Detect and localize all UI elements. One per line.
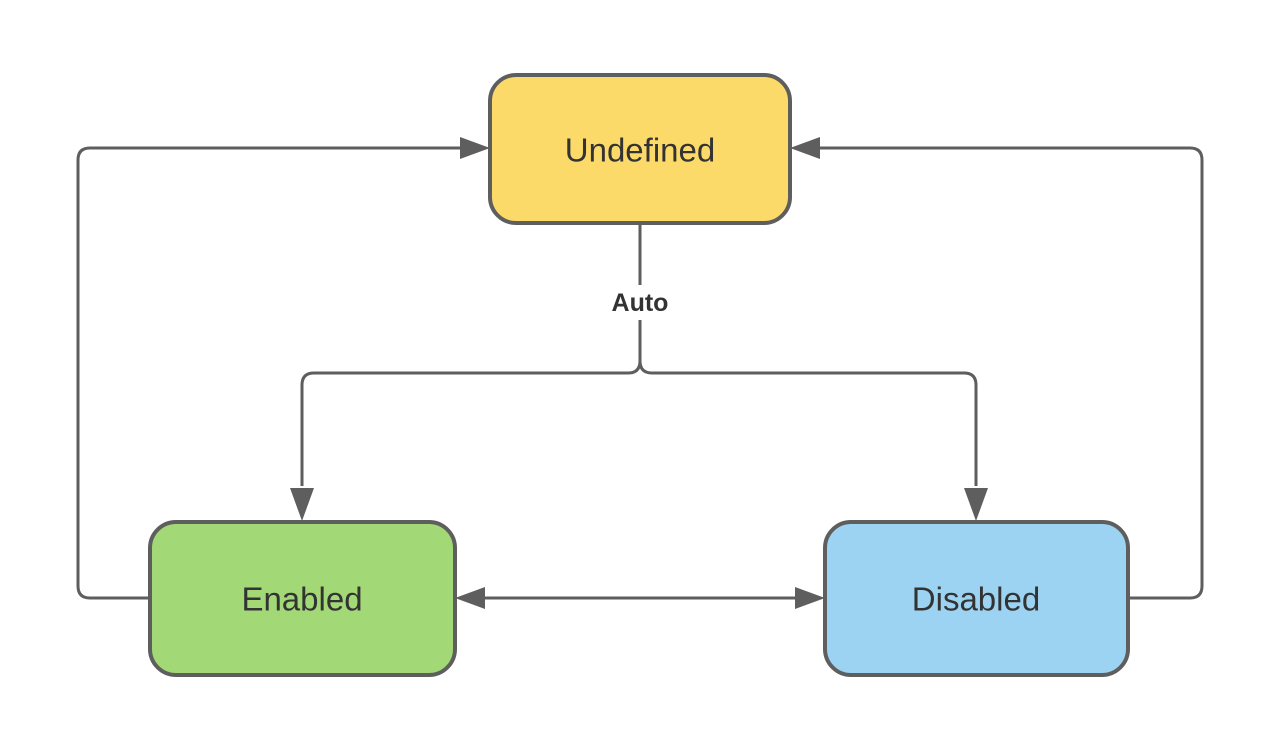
- label-group: Undefined Enabled Disabled Auto: [241, 132, 1040, 618]
- edge-auto-to-disabled[interactable]: [638, 320, 978, 486]
- edge-enabled-to-undefined[interactable]: [76, 146, 462, 600]
- edge-auto-to-enabled[interactable]: [300, 320, 642, 486]
- node-enabled-label: Enabled: [241, 581, 362, 618]
- arrowhead-into-undefined-right: [790, 137, 820, 159]
- arrowhead-into-enabled-right: [455, 587, 485, 609]
- arrowhead-into-disabled-left: [795, 587, 825, 609]
- arrowhead-into-enabled-top: [290, 488, 314, 521]
- edge-auto-label: Auto: [612, 289, 669, 317]
- arrowhead-into-disabled-top: [964, 488, 988, 521]
- edge-disabled-to-undefined[interactable]: [818, 146, 1204, 600]
- node-disabled[interactable]: [823, 520, 1130, 677]
- node-disabled-label: Disabled: [912, 581, 1040, 618]
- node-undefined-label: Undefined: [565, 132, 715, 169]
- node-group: [148, 73, 1130, 677]
- node-enabled[interactable]: [148, 520, 457, 677]
- arrowhead-into-undefined-left: [460, 137, 490, 159]
- edge-group: [76, 137, 1204, 609]
- node-undefined[interactable]: [488, 73, 792, 225]
